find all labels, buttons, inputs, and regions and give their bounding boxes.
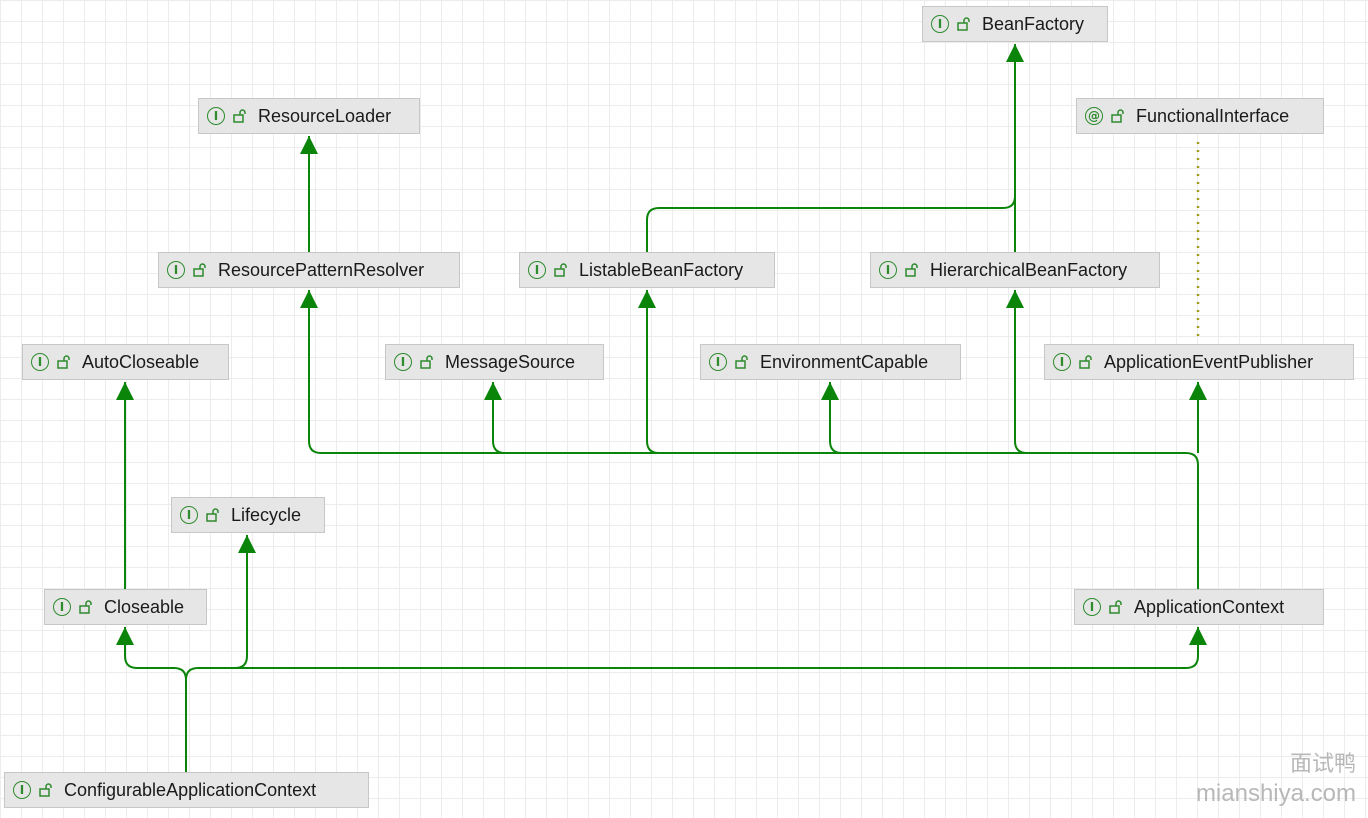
node-label: MessageSource (445, 351, 576, 372)
arrowhead-autocloseable (116, 382, 134, 400)
open-lock-icon (233, 109, 246, 123)
node-resourceloader[interactable]: I ResourceLoader (198, 98, 420, 134)
arrowhead-beanfactory (1006, 44, 1024, 62)
node-beanfactory[interactable]: I BeanFactory (922, 6, 1108, 42)
open-lock-icon (420, 355, 433, 369)
open-lock-icon (957, 17, 970, 31)
edge-configurable-applicationcontext (198, 627, 1199, 669)
arrowhead-closeable (116, 627, 134, 645)
node-label: ResourceLoader (258, 105, 392, 126)
interface-icon: I (879, 261, 897, 279)
edge-applicationcontext-hierarchicalbeanfactory (1014, 290, 1028, 454)
open-lock-icon (1079, 355, 1092, 369)
arrowhead-lifecycle (238, 535, 256, 553)
interface-icon: I (1083, 598, 1101, 616)
edge-listablebeanfactory-beanfactory (646, 44, 1016, 252)
interface-icon: I (528, 261, 546, 279)
edge-configurable-closeable (124, 627, 187, 772)
arrowhead-applicationcontext (1189, 627, 1207, 645)
edge-applicationcontext-messagesource (492, 382, 506, 454)
open-lock-icon (554, 263, 567, 277)
open-lock-icon (1109, 600, 1122, 614)
node-applicationcontext[interactable]: I ApplicationContext (1074, 589, 1324, 625)
interface-icon: I (53, 598, 71, 616)
node-label: HierarchicalBeanFactory (930, 259, 1128, 280)
node-environmentcapable[interactable]: I EnvironmentCapable (700, 344, 961, 380)
arrowhead-hierarchicalbeanfactory (1006, 290, 1024, 308)
node-label: EnvironmentCapable (760, 351, 929, 372)
node-resourcepatternresolver[interactable]: I ResourcePatternResolver (158, 252, 460, 288)
interface-icon: I (207, 107, 225, 125)
watermark-cn: 面试鸭 (1289, 752, 1356, 777)
node-label: ResourcePatternResolver (218, 259, 425, 280)
watermark-en: mianshiya.com (1195, 780, 1356, 807)
node-label: FunctionalInterface (1136, 105, 1290, 126)
open-lock-icon (905, 263, 918, 277)
interface-icon: I (1053, 353, 1071, 371)
node-autocloseable[interactable]: I AutoCloseable (22, 344, 229, 380)
node-label: ApplicationEventPublisher (1104, 351, 1314, 372)
arrowhead-resourceloader (300, 136, 318, 154)
edge-applicationcontext-bus (308, 290, 1199, 589)
arrowhead-messagesource (484, 382, 502, 400)
open-lock-icon (57, 355, 70, 369)
node-functionalinterface[interactable]: @ FunctionalInterface (1076, 98, 1324, 134)
arrowhead-applicationeventpublisher (1189, 382, 1207, 400)
interface-icon: I (31, 353, 49, 371)
node-label: BeanFactory (982, 13, 1085, 34)
interface-icon: I (709, 353, 727, 371)
node-label: ApplicationContext (1134, 596, 1285, 617)
interface-icon: I (180, 506, 198, 524)
open-lock-icon (206, 508, 219, 522)
interface-icon: I (931, 15, 949, 33)
node-applicationeventpublisher[interactable]: I ApplicationEventPublisher (1044, 344, 1354, 380)
interface-icon: I (13, 781, 31, 799)
node-label: Closeable (104, 596, 185, 617)
open-lock-icon (39, 783, 52, 797)
edge-applicationcontext-environmentcapable (829, 382, 843, 454)
open-lock-icon (1111, 109, 1124, 123)
node-configurableapplicationcontext[interactable]: I ConfigurableApplicationContext (4, 772, 369, 808)
node-label: ListableBeanFactory (579, 259, 744, 280)
edge-applicationcontext-listablebeanfactory (646, 290, 660, 454)
node-lifecycle[interactable]: I Lifecycle (171, 497, 325, 533)
arrowhead-environmentcapable (821, 382, 839, 400)
node-closeable[interactable]: I Closeable (44, 589, 207, 625)
arrowhead-resourcepatternresolver (300, 290, 318, 308)
arrowhead-listablebeanfactory (638, 290, 656, 308)
node-listablebeanfactory[interactable]: I ListableBeanFactory (519, 252, 775, 288)
interface-icon: I (394, 353, 412, 371)
open-lock-icon (193, 263, 206, 277)
open-lock-icon (735, 355, 748, 369)
node-label: AutoCloseable (82, 351, 200, 372)
node-label: ConfigurableApplicationContext (64, 779, 317, 800)
node-messagesource[interactable]: I MessageSource (385, 344, 604, 380)
annotation-icon: @ (1085, 107, 1103, 125)
node-hierarchicalbeanfactory[interactable]: I HierarchicalBeanFactory (870, 252, 1160, 288)
open-lock-icon (79, 600, 92, 614)
node-label: Lifecycle (231, 504, 302, 525)
interface-icon: I (167, 261, 185, 279)
